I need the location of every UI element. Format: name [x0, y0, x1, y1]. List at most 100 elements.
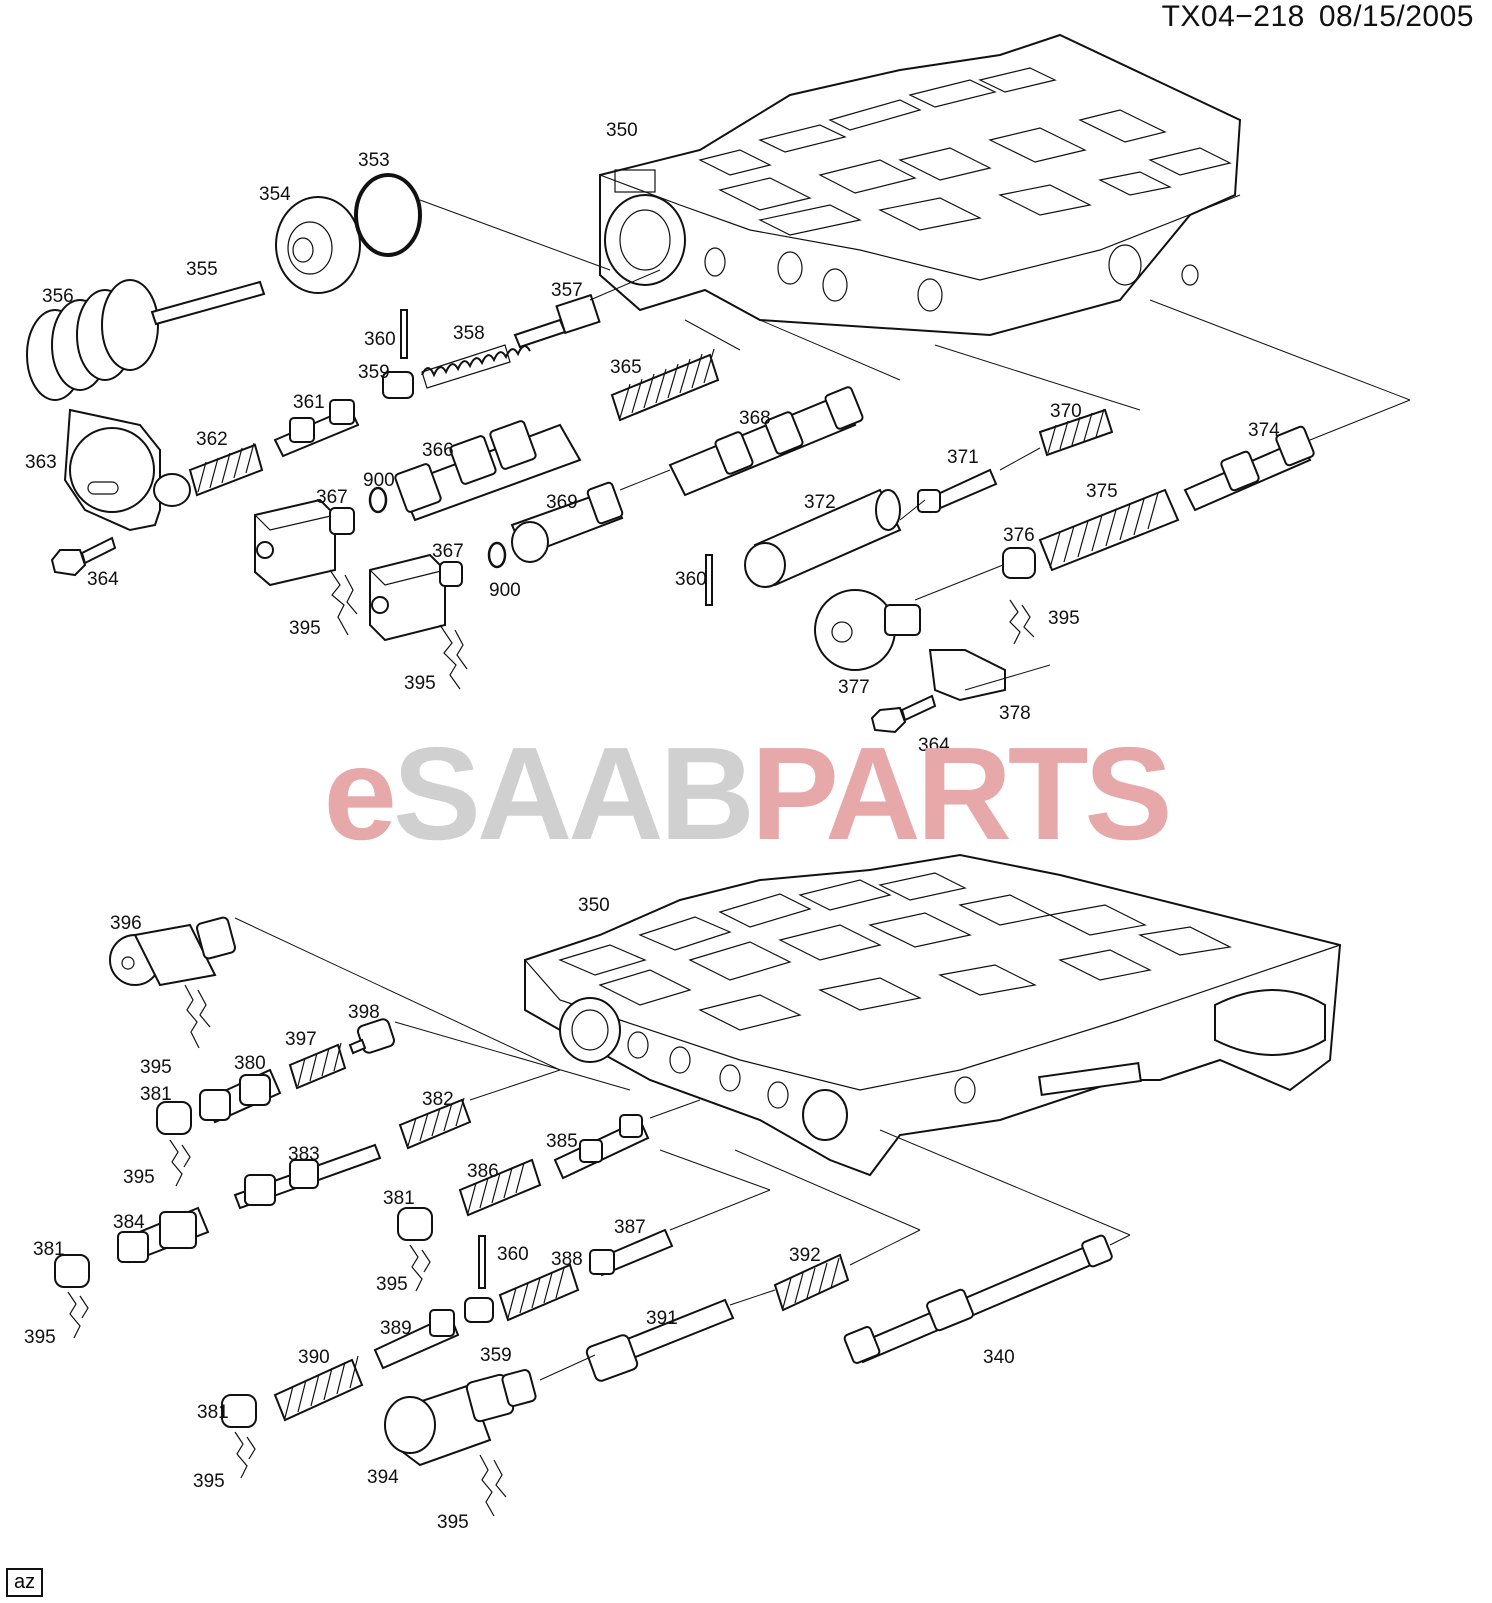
spring-365 [610, 348, 720, 422]
seal-ring-353 [354, 173, 422, 257]
valve-340 [843, 1234, 1113, 1364]
callout-396: 396 [110, 913, 142, 934]
callout-395-h: 395 [193, 1471, 225, 1492]
cover-363 [63, 408, 191, 532]
valve-391 [585, 1298, 735, 1382]
callout-362: 362 [196, 429, 228, 450]
callout-374: 374 [1248, 420, 1280, 441]
retainer-359-lower [464, 1297, 494, 1323]
drawing-date: 08/15/2005 [1318, 0, 1474, 33]
valve-357 [513, 293, 601, 349]
callout-381-a: 381 [140, 1084, 172, 1105]
callout-361: 361 [293, 392, 325, 413]
cap-381-a [156, 1101, 192, 1135]
callout-360-upper: 360 [364, 329, 396, 350]
spring-388 [498, 1263, 580, 1322]
callout-365: 365 [610, 357, 642, 378]
callout-381-d: 381 [197, 1402, 229, 1423]
bracket-378 [928, 649, 1006, 702]
callout-395-c: 395 [1048, 608, 1080, 629]
valve-body-upper [599, 33, 1242, 337]
clip-395-a [329, 569, 358, 636]
valve-368 [668, 386, 864, 497]
callout-900-lower: 900 [489, 580, 521, 601]
spring-392 [773, 1253, 850, 1312]
spring-397 [288, 1042, 347, 1090]
pin-355 [150, 280, 266, 326]
callout-395-d: 395 [140, 1057, 172, 1078]
clip-395-b [439, 624, 468, 690]
callout-386: 386 [467, 1161, 499, 1182]
valve-369 [510, 481, 624, 563]
spring-375 [1038, 488, 1180, 572]
clip-395-i [479, 1454, 507, 1517]
solenoid-394 [384, 1369, 537, 1467]
callout-340: 340 [983, 1347, 1015, 1368]
spring-358 [421, 344, 531, 389]
sleeve-372 [744, 488, 902, 588]
valve-389 [373, 1309, 460, 1370]
leader-lines-lower [234, 917, 1131, 1381]
callout-398: 398 [348, 1002, 380, 1023]
solenoid-367-upper [254, 498, 355, 587]
callout-368: 368 [739, 408, 771, 429]
valve-body-lower [524, 853, 1342, 1177]
callout-392: 392 [789, 1245, 821, 1266]
callout-350-upper: 350 [606, 120, 638, 141]
corner-tag: az [6, 1568, 44, 1597]
seal-ring-900-lower [487, 541, 507, 569]
valve-385 [553, 1114, 650, 1180]
spring-370 [1038, 408, 1114, 457]
callout-395-e: 395 [123, 1167, 155, 1188]
callout-391: 391 [646, 1308, 678, 1329]
clip-395-e [169, 1139, 191, 1187]
spring-390 [273, 1355, 364, 1422]
solenoid-367-lower [369, 553, 463, 642]
callout-381-b: 381 [383, 1188, 415, 1209]
callout-357: 357 [551, 280, 583, 301]
callout-labels: 350 353 354 355 356 357 360 358 359 365 … [24, 120, 1280, 1533]
piston-354 [275, 196, 361, 294]
callout-377: 377 [838, 677, 870, 698]
cap-381-c [397, 1207, 433, 1241]
pin-360-lower [478, 1235, 486, 1289]
valve-387 [589, 1228, 674, 1277]
solenoid-377 [814, 589, 921, 671]
watermark-e: e [323, 720, 396, 867]
valve-371 [917, 468, 998, 514]
callout-366: 366 [422, 440, 454, 461]
spring-382 [398, 1097, 472, 1150]
retainer-359-upper [382, 371, 414, 399]
callout-900-upper: 900 [363, 470, 395, 491]
callout-364-lower: 364 [918, 735, 950, 756]
pin-360-upper [400, 309, 408, 359]
valve-361 [273, 399, 360, 458]
callout-360-lower: 360 [497, 1244, 529, 1265]
callout-395-b: 395 [404, 673, 436, 694]
callout-355: 355 [186, 259, 218, 280]
seal-ring-900-upper [368, 486, 388, 514]
spring-386 [458, 1158, 542, 1217]
bolt-364-lower [870, 694, 937, 734]
watermark-saab: SAAB [392, 720, 755, 867]
callout-359-lower: 359 [480, 1345, 512, 1366]
watermark-parts: PARTS [750, 720, 1173, 867]
callout-389: 389 [380, 1318, 412, 1339]
valve-384 [117, 1206, 210, 1264]
callout-364-upper: 364 [87, 569, 119, 590]
callout-367-upper: 367 [316, 487, 348, 508]
callout-394: 394 [367, 1467, 399, 1488]
clip-395-c [1009, 599, 1035, 645]
callout-363: 363 [25, 452, 57, 473]
clip-395-d [184, 984, 211, 1049]
valve-366 [394, 420, 582, 522]
spring-362 [188, 442, 264, 497]
callout-372: 372 [804, 492, 836, 513]
callout-388: 388 [551, 1249, 583, 1270]
cap-381-b [54, 1254, 90, 1288]
valve-383 [233, 1143, 382, 1210]
callout-358: 358 [453, 323, 485, 344]
callout-395-i: 395 [437, 1512, 469, 1533]
